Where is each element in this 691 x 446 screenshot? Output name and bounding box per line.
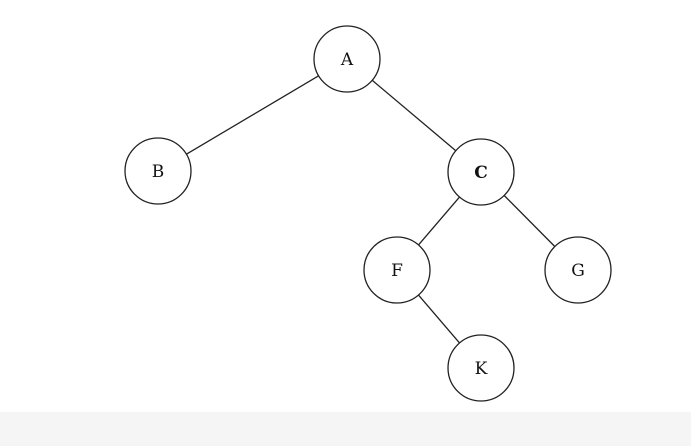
edge-a-b bbox=[186, 75, 319, 155]
node-label-a: A bbox=[340, 50, 354, 70]
node-circle-g bbox=[544, 236, 612, 304]
node-circle-c bbox=[447, 138, 515, 206]
tree-node-a: A bbox=[313, 25, 381, 93]
edge-c-f bbox=[418, 196, 460, 246]
node-label-c: C bbox=[474, 163, 488, 183]
edge-a-c bbox=[371, 79, 457, 152]
edges-layer bbox=[186, 75, 556, 344]
tree-node-c: C bbox=[447, 138, 515, 206]
tree-node-k: K bbox=[447, 334, 515, 402]
tree-node-g: G bbox=[544, 236, 612, 304]
bottom-band bbox=[0, 412, 691, 446]
tree-node-b: B bbox=[124, 137, 192, 205]
node-label-k: K bbox=[475, 359, 488, 379]
node-circle-a bbox=[313, 25, 381, 93]
edge-f-k bbox=[418, 294, 460, 344]
node-label-b: B bbox=[152, 162, 165, 182]
node-circle-f bbox=[363, 236, 431, 304]
nodes-layer: A B C F G K bbox=[124, 25, 612, 402]
node-circle-b bbox=[124, 137, 192, 205]
node-label-g: G bbox=[571, 261, 585, 281]
tree-node-f: F bbox=[363, 236, 431, 304]
edge-c-g bbox=[503, 195, 556, 247]
node-circle-k bbox=[447, 334, 515, 402]
node-label-f: F bbox=[391, 261, 403, 281]
